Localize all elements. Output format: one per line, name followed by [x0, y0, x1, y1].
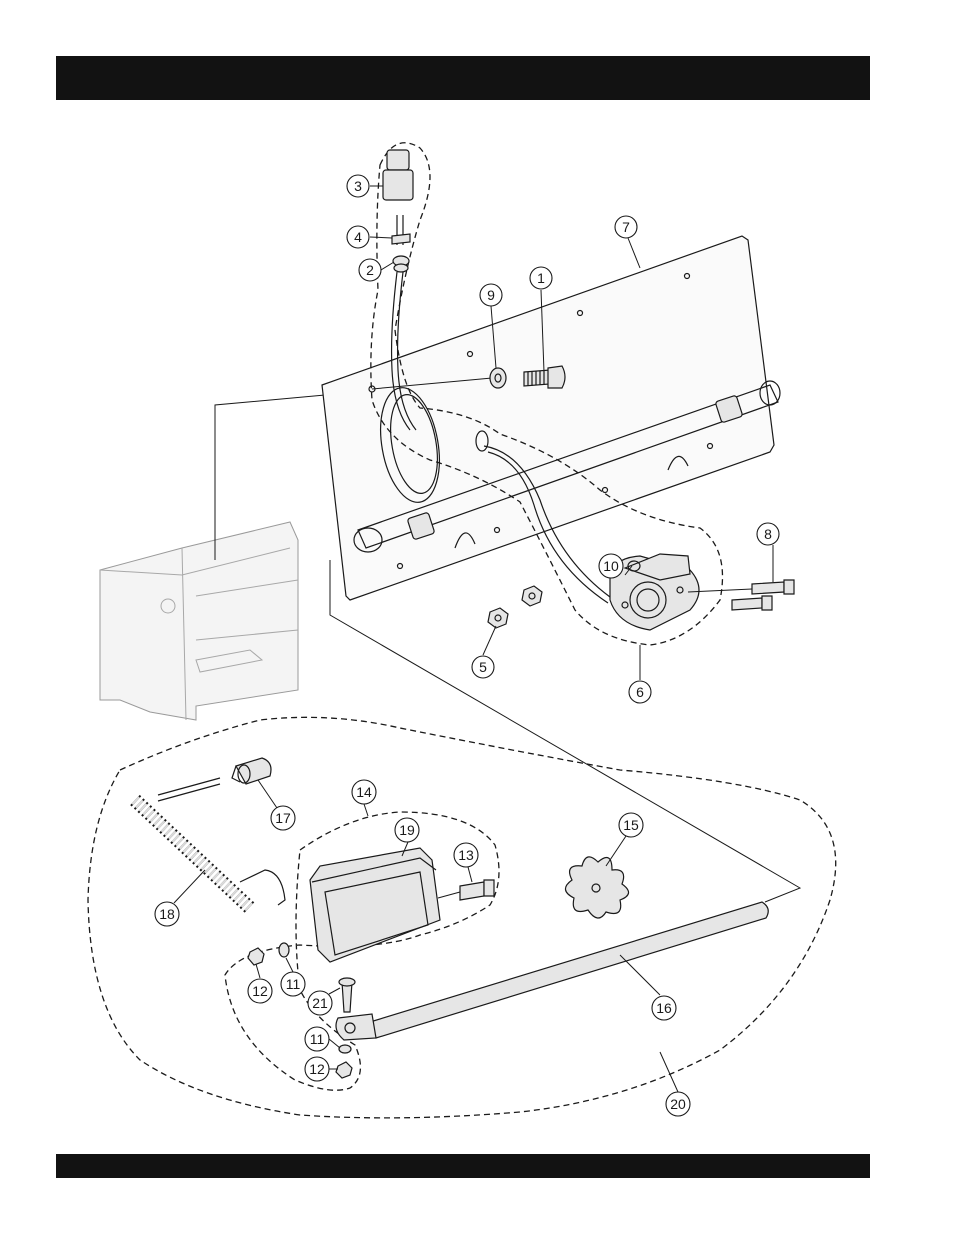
svg-text:18: 18	[159, 906, 175, 922]
callout-20: 20	[666, 1092, 690, 1116]
nuts-part-5	[488, 586, 542, 628]
svg-text:11: 11	[310, 1031, 325, 1047]
svg-text:14: 14	[356, 784, 372, 800]
callout-3: 3	[347, 175, 369, 197]
leader-panel-lower	[330, 560, 800, 902]
callout-11-lower: 11	[305, 1027, 329, 1051]
svg-text:15: 15	[623, 817, 639, 833]
callout-14: 14	[352, 780, 376, 804]
nut-part-12a	[248, 948, 264, 965]
svg-text:16: 16	[656, 1000, 672, 1016]
callout-5: 5	[472, 656, 494, 678]
callout-7: 7	[615, 216, 637, 238]
svg-text:19: 19	[399, 822, 415, 838]
callout-12-upper: 12	[248, 979, 272, 1003]
callout-10: 10	[599, 554, 623, 578]
svg-text:12: 12	[252, 983, 268, 999]
callout-19: 19	[395, 818, 419, 842]
svg-text:8: 8	[764, 526, 772, 542]
callout-1: 1	[530, 267, 552, 289]
callout-4: 4	[347, 226, 369, 248]
svg-text:20: 20	[670, 1096, 686, 1112]
callout-17: 17	[271, 806, 295, 830]
callout-8: 8	[757, 523, 779, 545]
svg-text:2: 2	[366, 262, 374, 278]
machine-body-ghost	[100, 522, 298, 720]
svg-text:12: 12	[309, 1061, 325, 1077]
washer-part-9	[490, 368, 506, 388]
svg-text:3: 3	[354, 178, 362, 194]
svg-text:10: 10	[603, 558, 619, 574]
svg-text:4: 4	[354, 229, 362, 245]
svg-text:6: 6	[636, 684, 644, 700]
svg-text:7: 7	[622, 219, 630, 235]
callout-13: 13	[454, 843, 478, 867]
bolt-part-13	[438, 880, 494, 900]
callout-2: 2	[359, 259, 381, 281]
seal-part-2	[393, 256, 409, 272]
spring-handle-part-18	[135, 778, 285, 908]
callout-12-lower: 12	[305, 1057, 329, 1081]
callout-15: 15	[619, 813, 643, 837]
svg-text:21: 21	[312, 995, 328, 1011]
callout-11-upper: 11	[281, 972, 305, 996]
svg-text:11: 11	[286, 976, 301, 992]
svg-text:1: 1	[537, 270, 545, 286]
washer-part-11b	[339, 1045, 351, 1053]
callout-16: 16	[652, 996, 676, 1020]
clip-part-17	[232, 758, 271, 784]
nut-part-12b	[336, 1062, 352, 1078]
connector-part-3	[383, 150, 413, 200]
callout-18: 18	[155, 902, 179, 926]
terminal-part-4	[392, 215, 410, 245]
callout-9: 9	[480, 284, 502, 306]
screws-part-8	[688, 580, 794, 610]
svg-text:17: 17	[275, 810, 291, 826]
callout-6: 6	[629, 681, 651, 703]
svg-text:9: 9	[487, 287, 495, 303]
svg-text:13: 13	[458, 847, 474, 863]
bolt-part-21	[339, 978, 355, 1012]
svg-text:5: 5	[479, 659, 487, 675]
callout-21: 21	[308, 991, 332, 1015]
display-housing-part-19	[310, 848, 440, 962]
washer-part-11a	[279, 943, 289, 957]
knob-part-15	[565, 857, 628, 918]
